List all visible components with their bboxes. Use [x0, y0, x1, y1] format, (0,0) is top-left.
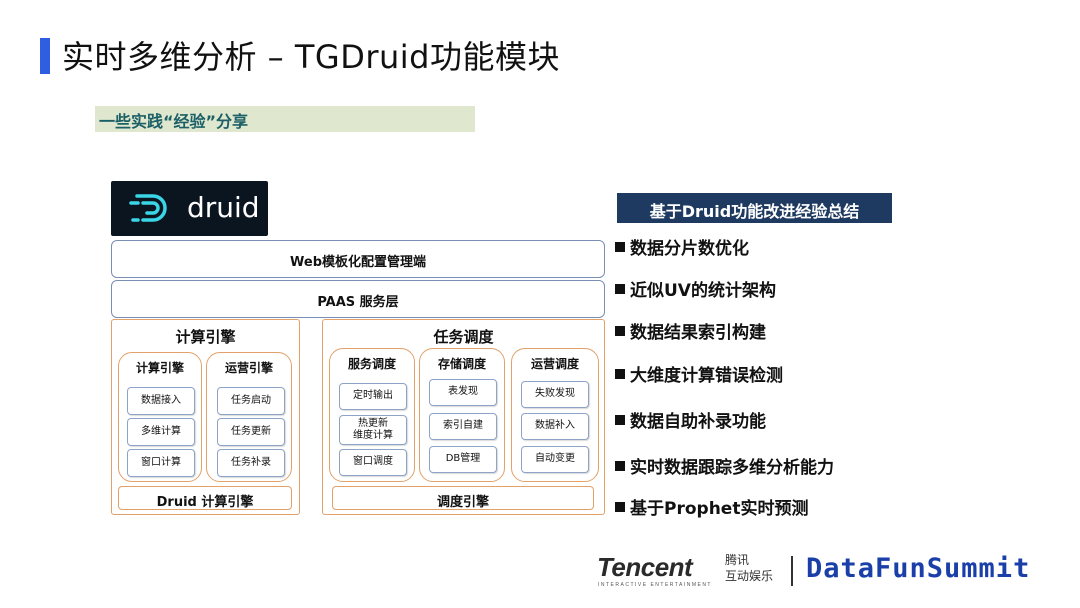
footer-divider: [791, 556, 793, 586]
service-scheduling-column: 服务调度 定时输出 热更新 维度计算 窗口调度: [329, 348, 415, 482]
item-data-ingest: 数据接入: [127, 387, 195, 415]
title-accent-bar: [40, 38, 50, 74]
task-scheduling-panel-title: 任务调度: [433, 328, 494, 346]
tencent-logo-subtext: INTERACTIVE ENTERTAINMENT: [598, 582, 712, 588]
paas-service-layer-label: PAAS 服务层: [317, 295, 399, 310]
druid-logo-text: druid: [187, 191, 260, 224]
subtitle-text: 一些实践“经验”分享: [99, 112, 249, 131]
summary-item: 数据自助补录功能: [615, 407, 766, 432]
item-table-discovery: 表发现: [429, 379, 497, 406]
druid-compute-engine-bar: Druid 计算引擎: [118, 486, 292, 510]
item-hot-update-dim-compute: 热更新 维度计算: [339, 415, 407, 445]
item-data-backfill: 数据补入: [521, 413, 589, 440]
tencent-cn-line1: 腾讯: [725, 553, 750, 567]
summary-item: 大维度计算错误检测: [615, 361, 783, 386]
bullet-square-icon: [615, 325, 625, 336]
item-window-compute: 窗口计算: [127, 449, 195, 477]
summary-item: 数据分片数优化: [615, 234, 749, 259]
paas-service-layer: PAAS 服务层: [111, 280, 605, 318]
web-config-layer-label: Web模板化配置管理端: [290, 255, 426, 270]
tencent-logo: Tencent: [597, 552, 693, 582]
item-multidim-compute: 多维计算: [127, 418, 195, 446]
bullet-square-icon: [615, 501, 625, 512]
compute-engine-panel: 计算引擎 计算引擎 数据接入 多维计算 窗口计算 运营引擎 任务启动 任务更新 …: [111, 319, 300, 515]
bullet-square-icon: [615, 283, 625, 294]
ops-scheduling-column-title: 运营调度: [530, 357, 579, 371]
tencent-cn-label: 腾讯 互动娱乐: [725, 553, 773, 584]
summary-header-label: 基于Druid功能改进经验总结: [649, 202, 860, 221]
datafunsummit-logo: DataFunSummit: [806, 553, 1031, 584]
subtitle-banner: 一些实践“经验”分享: [95, 106, 475, 132]
service-scheduling-column-title: 服务调度: [347, 357, 396, 371]
druid-logo: druid: [111, 181, 268, 236]
compute-engine-column: 计算引擎 数据接入 多维计算 窗口计算: [118, 352, 202, 482]
summary-item: 近似UV的统计架构: [615, 276, 776, 301]
bullet-square-icon: [615, 460, 625, 471]
summary-item: 实时数据跟踪多维分析能力: [615, 453, 834, 478]
scheduling-engine-label: 调度引擎: [436, 495, 489, 510]
bullet-square-icon: [615, 414, 625, 425]
summary-item: 数据结果索引构建: [615, 318, 766, 343]
druid-compute-engine-label: Druid 计算引擎: [156, 495, 254, 510]
page-title: 实时多维分析 – TGDruid功能模块: [62, 38, 560, 76]
task-scheduling-panel: 任务调度 服务调度 定时输出 热更新 维度计算 窗口调度 存储调度 表发现 索引…: [322, 319, 605, 515]
item-task-update: 任务更新: [217, 418, 285, 446]
compute-engine-panel-title: 计算引擎: [175, 328, 236, 346]
item-auto-change: 自动变更: [521, 446, 589, 473]
tencent-cn-line2: 互动娱乐: [725, 568, 774, 583]
item-index-self-build: 索引自建: [429, 413, 497, 440]
storage-scheduling-column: 存储调度 表发现 索引自建 DB管理: [419, 348, 505, 482]
item-scheduled-output: 定时输出: [339, 383, 407, 410]
compute-engine-column-title: 计算引擎: [135, 361, 184, 375]
item-task-backfill: 任务补录: [217, 449, 285, 477]
summary-item: 基于Prophet实时预测: [615, 494, 808, 519]
storage-scheduling-column-title: 存储调度: [437, 357, 486, 371]
scheduling-engine-bar: 调度引擎: [332, 486, 594, 510]
ops-engine-column: 运营引擎 任务启动 任务更新 任务补录: [206, 352, 292, 482]
summary-header: 基于Druid功能改进经验总结: [617, 193, 892, 223]
item-window-scheduling: 窗口调度: [339, 449, 407, 476]
bullet-square-icon: [615, 368, 625, 379]
item-task-start: 任务启动: [217, 387, 285, 415]
druid-logo-mark-icon: [129, 194, 167, 222]
ops-scheduling-column: 运营调度 失败发现 数据补入 自动变更: [511, 348, 599, 482]
item-db-management: DB管理: [429, 446, 497, 473]
web-config-layer: Web模板化配置管理端: [111, 240, 605, 278]
ops-engine-column-title: 运营引擎: [224, 361, 273, 375]
item-failure-detection: 失败发现: [521, 381, 589, 408]
bullet-square-icon: [615, 241, 625, 252]
